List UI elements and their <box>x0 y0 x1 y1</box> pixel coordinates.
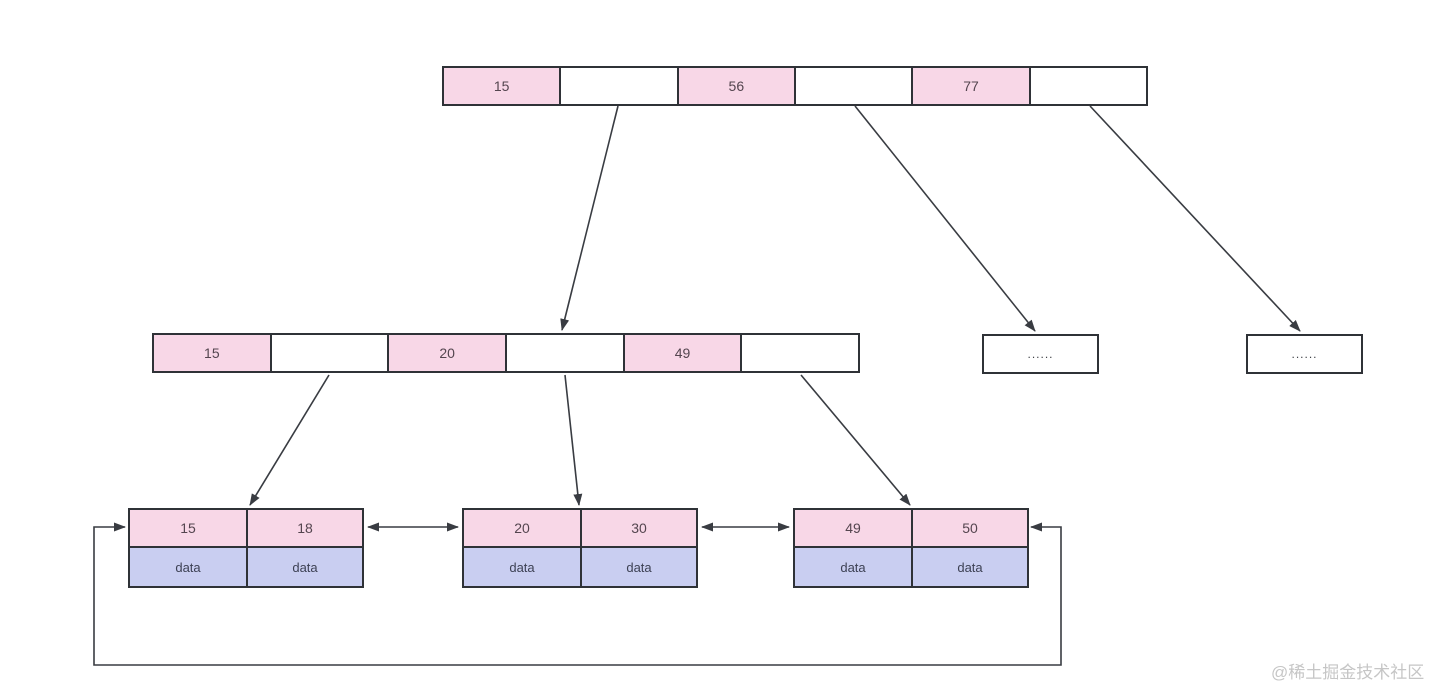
arrow-root-to-ellipsis-node-1 <box>854 105 1036 332</box>
internal-pointer-cell <box>269 335 388 371</box>
internal-key-cell: 15 <box>154 335 270 371</box>
leaf-key-cell: 15 <box>130 510 246 548</box>
arrow-root-to-internal-node <box>560 105 619 331</box>
circular-link-arrow-leaf3-leaf1 <box>93 522 1062 666</box>
leaf-node-2: 20 30 data data <box>462 508 698 588</box>
arrow-root-to-ellipsis-node-2 <box>1089 105 1301 332</box>
ellipsis-node-2: ...... <box>1246 334 1363 374</box>
leaf-data-cell: data <box>464 548 580 586</box>
root-key-cell: 77 <box>911 68 1029 104</box>
internal-pointer-cell <box>505 335 623 371</box>
arrow-internal-to-leaf-2 <box>564 374 583 506</box>
leaf-data-cell: data <box>911 548 1027 586</box>
root-node: 15 56 77 <box>442 66 1148 106</box>
leaf-data-cell: data <box>246 548 362 586</box>
ellipsis-node-1: ...... <box>982 334 1099 374</box>
leaf-key-cell: 20 <box>464 510 580 548</box>
leaf-data-cell: data <box>130 548 246 586</box>
leaf-node-3: 49 50 data data <box>793 508 1029 588</box>
internal-key-cell: 20 <box>387 335 506 371</box>
leaf-node-1: 15 18 data data <box>128 508 364 588</box>
leaf-data-cell: data <box>795 548 911 586</box>
root-pointer-cell <box>559 68 677 104</box>
internal-key-cell: 49 <box>622 335 741 371</box>
leaf-key-cell: 30 <box>580 510 696 548</box>
root-key-cell: 15 <box>444 68 560 104</box>
leaf-data-cell: data <box>580 548 696 586</box>
root-key-cell: 56 <box>676 68 794 104</box>
internal-pointer-cell <box>740 335 859 371</box>
arrow-internal-to-leaf-3 <box>800 374 911 506</box>
leaf-key-cell: 18 <box>246 510 362 548</box>
internal-node: 15 20 49 <box>152 333 860 373</box>
arrow-internal-to-leaf-1 <box>249 374 330 506</box>
juejin-watermark: @稀土掘金技术社区 <box>1271 663 1425 682</box>
leaf-key-cell: 49 <box>795 510 911 548</box>
leaf-key-cell: 50 <box>911 510 1027 548</box>
root-pointer-cell <box>1028 68 1146 104</box>
root-pointer-cell <box>793 68 912 104</box>
